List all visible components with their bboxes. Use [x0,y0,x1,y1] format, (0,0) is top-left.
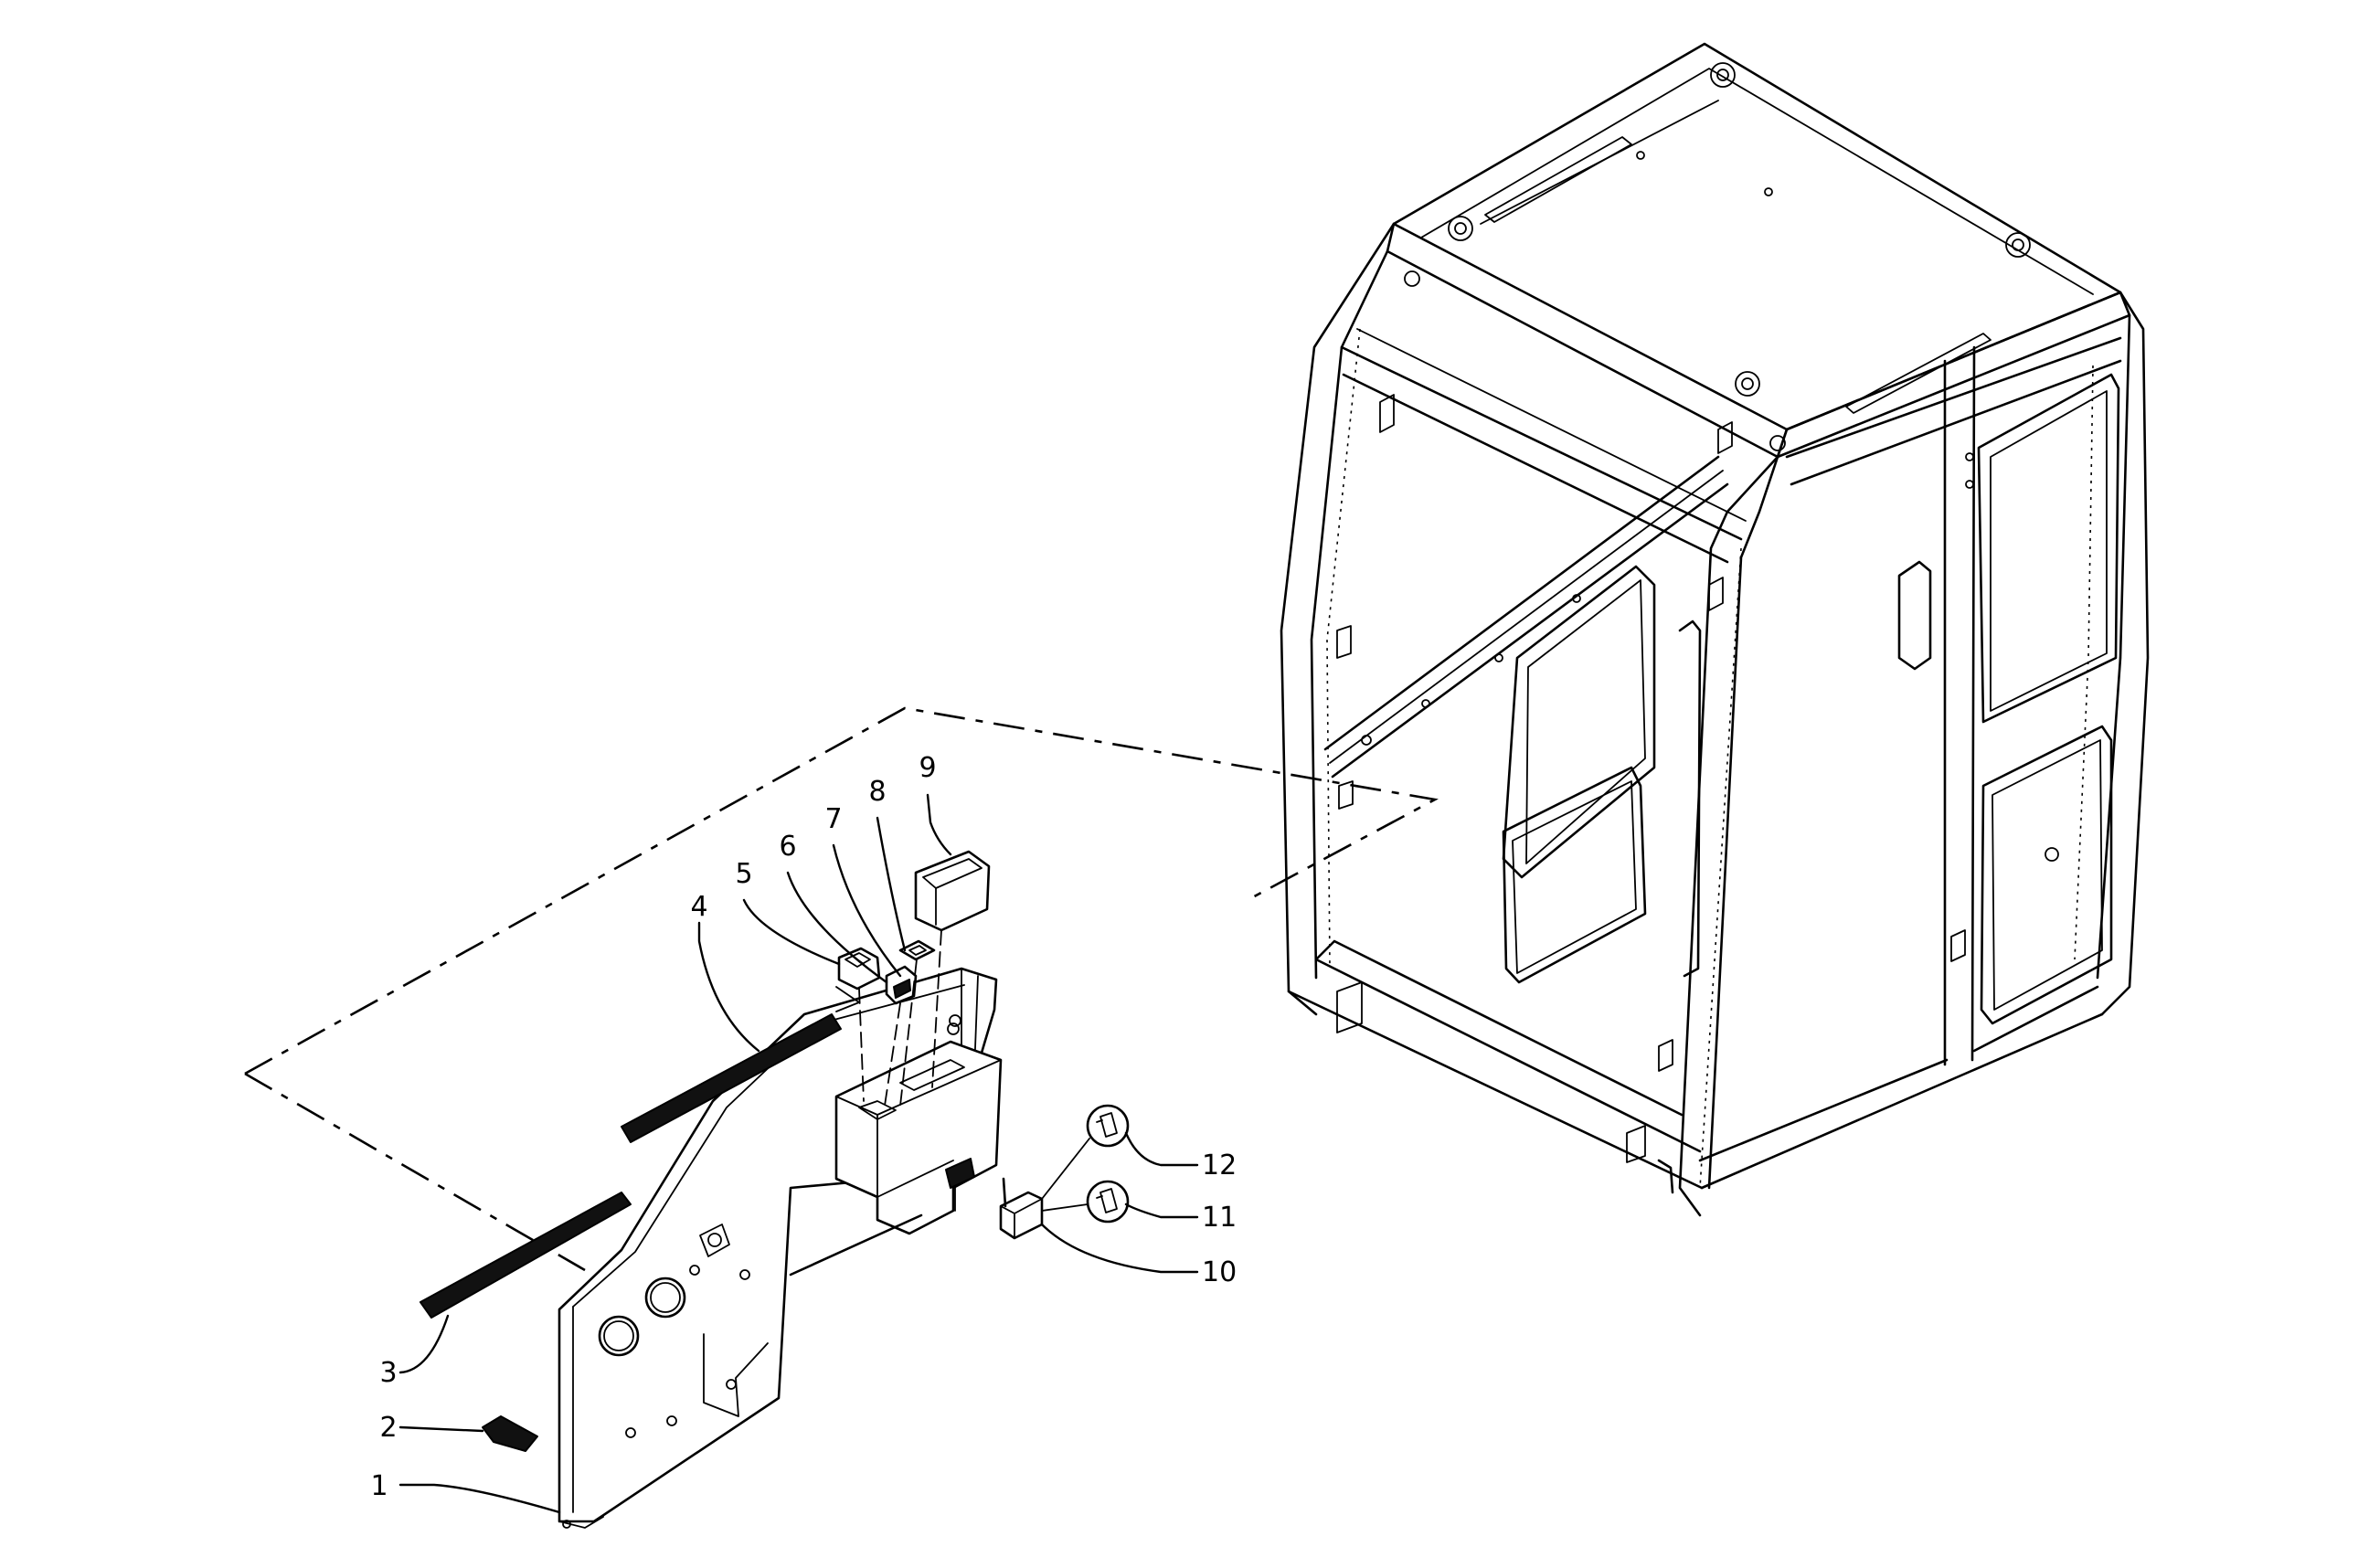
cab-frame [1280,42,2150,1217]
part-label-2: 2 [379,1412,397,1444]
part-label-9: 9 [919,752,936,784]
part-label-3: 3 [379,1357,397,1389]
part-label-1: 1 [370,1470,388,1502]
leader-lines [398,793,1199,1514]
part-labels: 1 2 3 4 5 6 7 8 9 10 11 12 [370,752,1237,1502]
part-label-7: 7 [824,803,842,835]
console-panel-assembly [420,850,1130,1529]
part-label-10: 10 [1202,1256,1237,1288]
part-label-12: 12 [1202,1150,1237,1181]
part-label-6: 6 [779,831,796,863]
part-label-8: 8 [868,776,886,808]
part-label-11: 11 [1202,1202,1237,1234]
part-label-4: 4 [690,891,707,923]
assembly-outline [244,706,1439,1272]
part-label-5: 5 [735,858,752,890]
